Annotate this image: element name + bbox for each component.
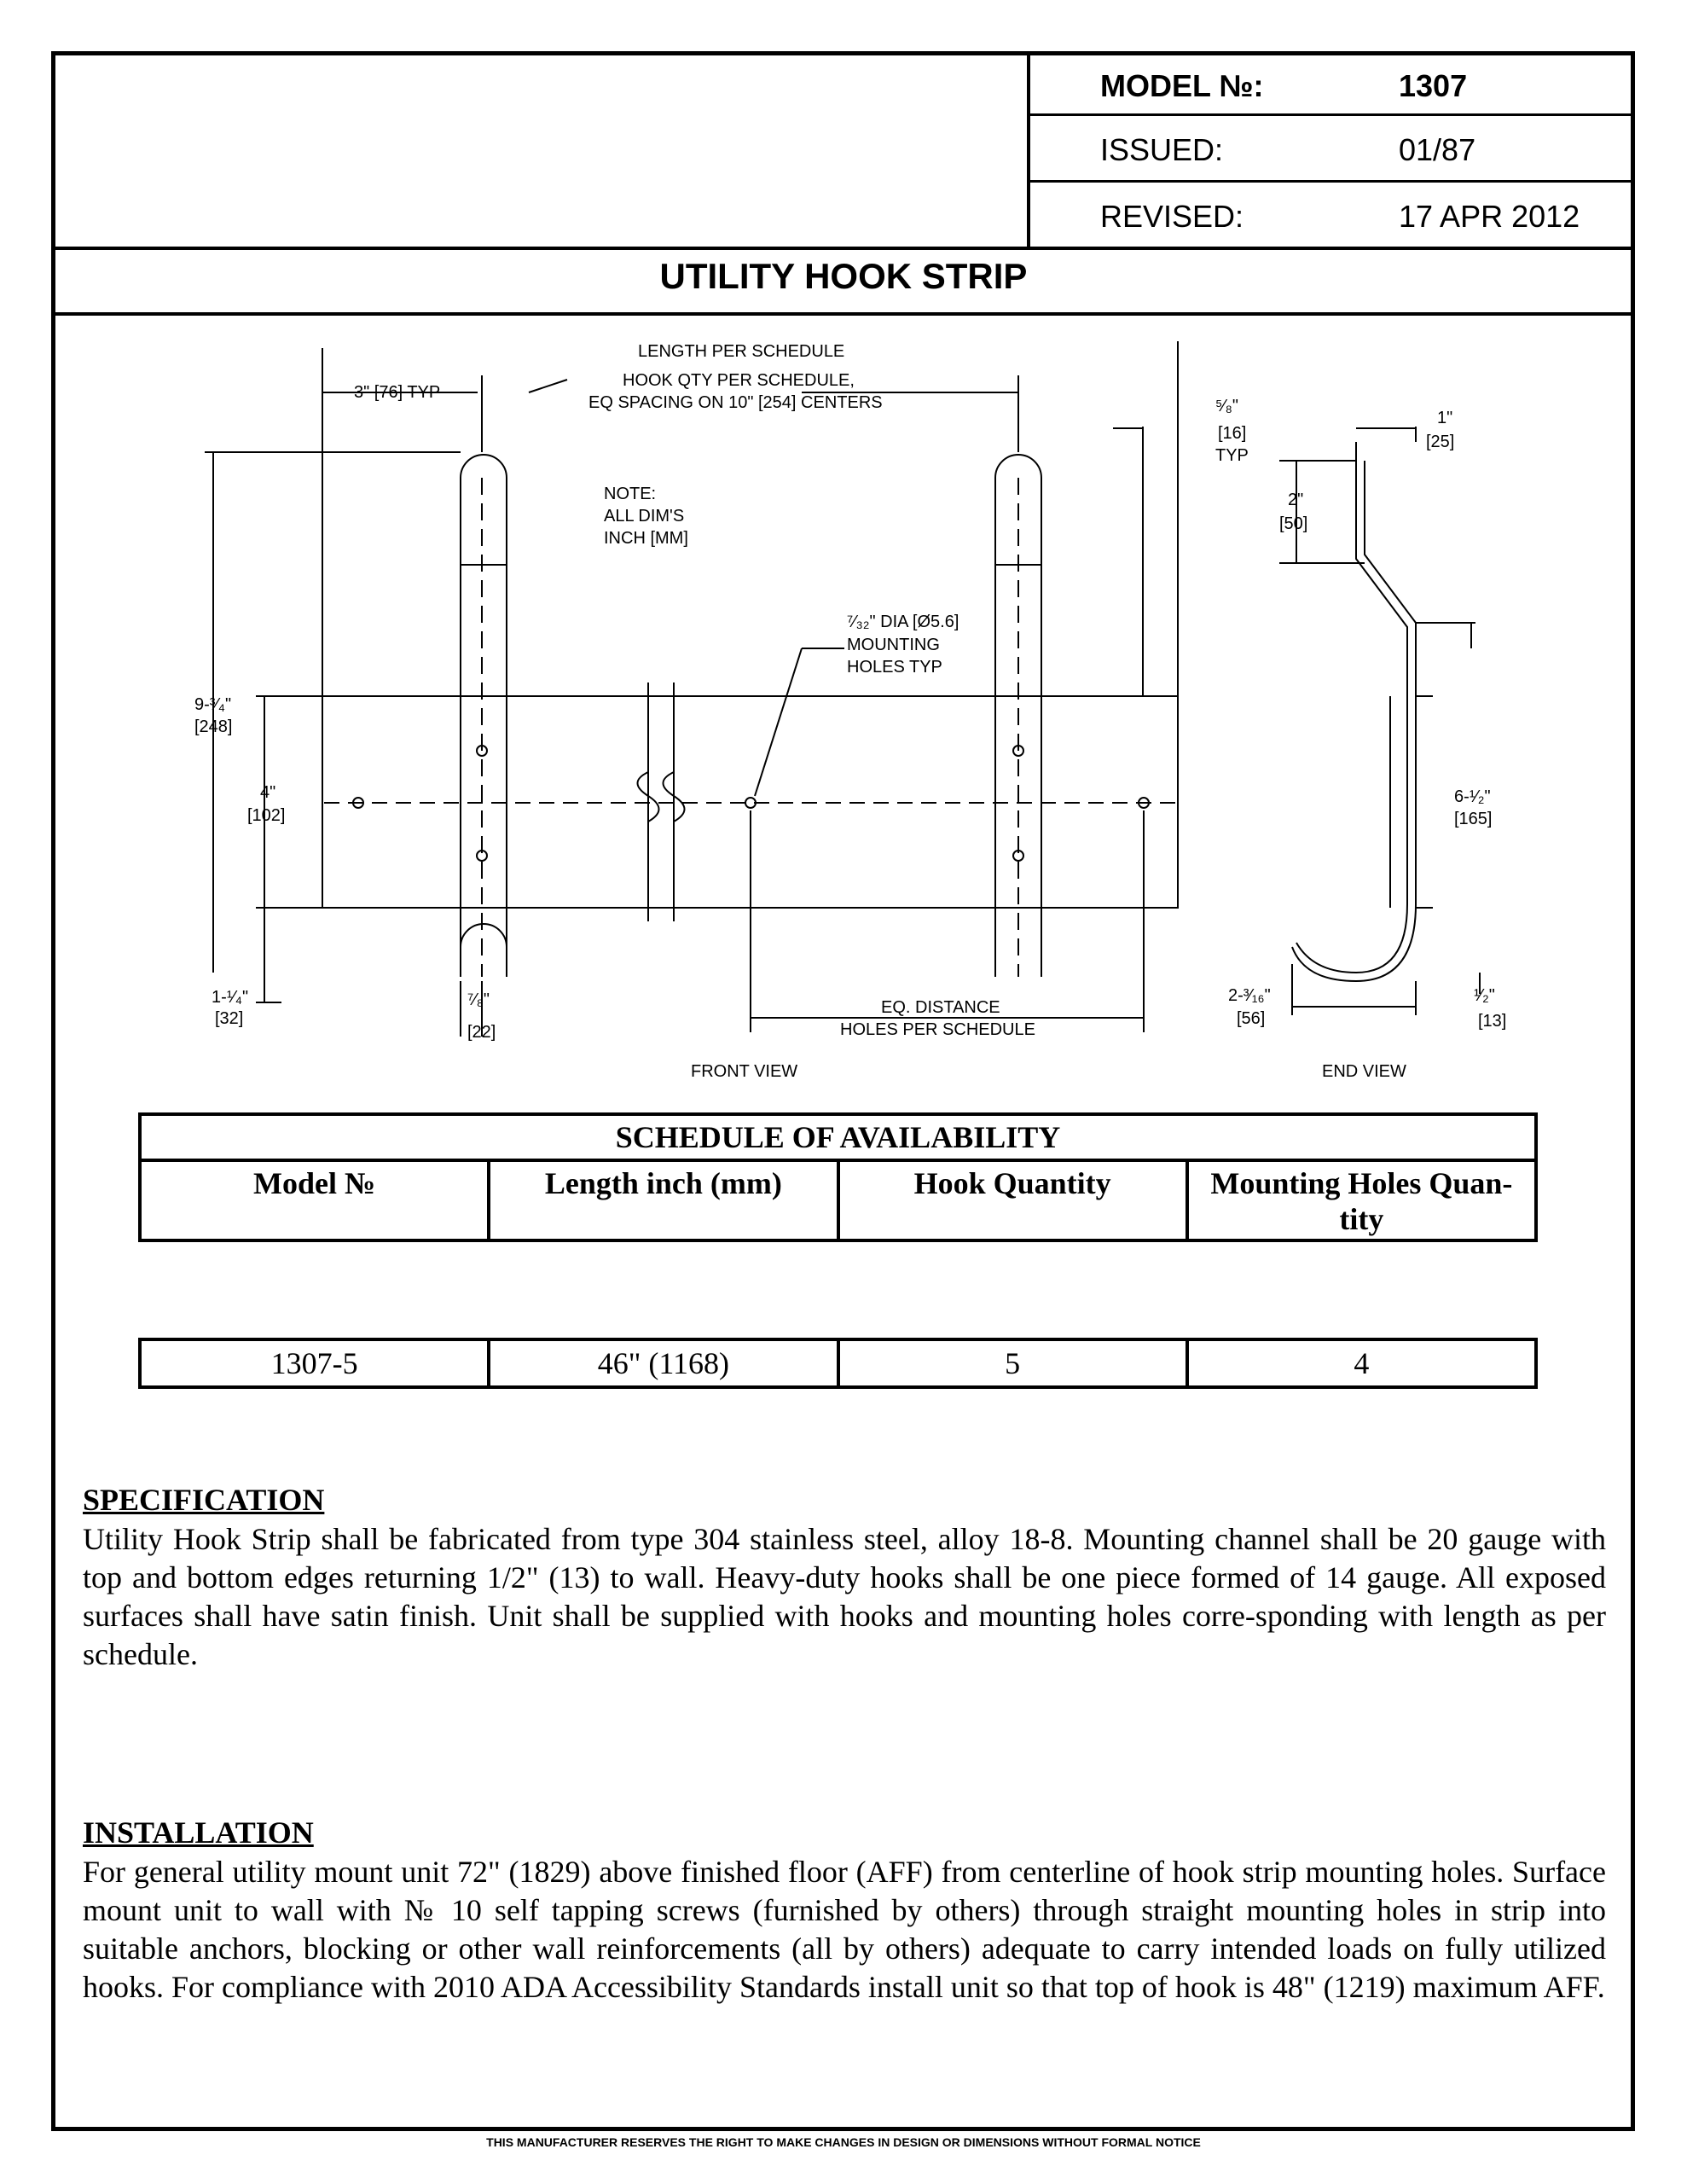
header-divider-1: [1029, 113, 1635, 116]
col-mounting-holes: Mounting Holes Quan-tity: [1185, 1159, 1539, 1242]
dim-58: ⁵⁄₈": [1215, 397, 1238, 415]
col-length: Length inch (mm): [487, 1159, 840, 1242]
front-view-label: FRONT VIEW: [691, 1062, 797, 1081]
dim-25: [25]: [1426, 433, 1454, 451]
cell-model: 1307-5: [137, 1338, 491, 1389]
installation-heading: INSTALLATION: [83, 1815, 314, 1850]
length-per-schedule-label: LENGTH PER SCHEDULE: [638, 342, 844, 361]
eq-spacing-label: EQ SPACING ON 10" [254] CENTERS: [588, 393, 883, 412]
dim-4: 4": [260, 783, 275, 802]
dim-13: [13]: [1478, 1012, 1506, 1031]
revised-label: REVISED:: [1100, 199, 1244, 234]
dim-22: [22]: [467, 1023, 496, 1042]
cell-hook-qty: 5: [836, 1338, 1189, 1389]
typ-3-label: 3" [76] TYP: [354, 383, 440, 402]
dim-16: [16]: [1218, 424, 1246, 443]
hook-qty-label: HOOK QTY PER SCHEDULE,: [623, 371, 855, 390]
col-model: Model №: [137, 1159, 491, 1242]
cell-length: 46" (1168): [487, 1338, 840, 1389]
table-row: 1307-5 46" (1168) 5 4: [137, 1338, 1539, 1389]
document-frame: [51, 51, 1635, 2131]
note-heading: NOTE:: [604, 485, 656, 503]
model-value: 1307: [1399, 68, 1468, 103]
dim-1-14: 1-¹⁄₄": [212, 988, 248, 1007]
technical-drawing: LENGTH PER SCHEDULE HOOK QTY PER SCHEDUL…: [194, 341, 1506, 1081]
dim-6-12: 6-¹⁄₂": [1454, 787, 1491, 806]
col-hook-qty: Hook Quantity: [836, 1159, 1189, 1242]
issued-label: ISSUED:: [1100, 132, 1224, 167]
document-title: UTILITY HOOK STRIP: [659, 256, 1028, 296]
revised-value: 17 APR 2012: [1399, 199, 1580, 234]
model-label: MODEL №:: [1100, 68, 1264, 103]
dim-248: [248]: [194, 717, 232, 736]
note-line-2: ALL DIM'S: [604, 507, 684, 526]
dia-label: ⁷⁄₃₂" DIA [Ø5.6]: [847, 613, 959, 631]
end-view-label: END VIEW: [1322, 1062, 1406, 1081]
cell-mounting-holes: 4: [1185, 1338, 1539, 1389]
note-line-3: INCH [MM]: [604, 529, 688, 548]
dim-56: [56]: [1237, 1009, 1265, 1028]
header-divider-vertical: [1027, 51, 1030, 249]
title-bottom-rule: [51, 312, 1635, 316]
schedule-table: SCHEDULE OF AVAILABILITY Model № Length …: [137, 1112, 1539, 1242]
eq-distance-label: EQ. DISTANCE: [881, 998, 1000, 1017]
dim-165: [165]: [1454, 810, 1492, 828]
header-divider-2: [1029, 180, 1635, 183]
dim-typ: TYP: [1215, 446, 1249, 465]
footer-notice: THIS MANUFACTURER RESERVES THE RIGHT TO …: [486, 2135, 1201, 2149]
specification-body: Utility Hook Strip shall be fabricated f…: [83, 1522, 1606, 1671]
holes-typ-label: HOLES TYP: [847, 658, 942, 677]
title-top-rule: [51, 247, 1635, 250]
dim-9-34: 9-³⁄₄": [194, 695, 231, 714]
dim-78: ⁷⁄₈": [467, 990, 490, 1009]
dim-102: [102]: [247, 806, 285, 825]
dim-50: [50]: [1279, 514, 1307, 533]
holes-per-schedule-label: HOLES PER SCHEDULE: [840, 1020, 1035, 1039]
schedule-title: SCHEDULE OF AVAILABILITY: [138, 1112, 1538, 1162]
dim-1: 1": [1437, 409, 1452, 427]
issued-value: 01/87: [1399, 132, 1476, 167]
installation-body: For general utility mount unit 72" (1829…: [83, 1855, 1606, 2004]
mounting-label: MOUNTING: [847, 636, 940, 654]
dim-12: ¹⁄₂": [1474, 986, 1495, 1005]
dim-2: 2": [1288, 491, 1303, 509]
specification-heading: SPECIFICATION: [83, 1483, 325, 1517]
schedule-data: 1307-5 46" (1168) 5 4: [137, 1338, 1539, 1389]
dim-2-316: 2-³⁄₁₆": [1228, 986, 1271, 1005]
dim-32: [32]: [215, 1009, 243, 1028]
